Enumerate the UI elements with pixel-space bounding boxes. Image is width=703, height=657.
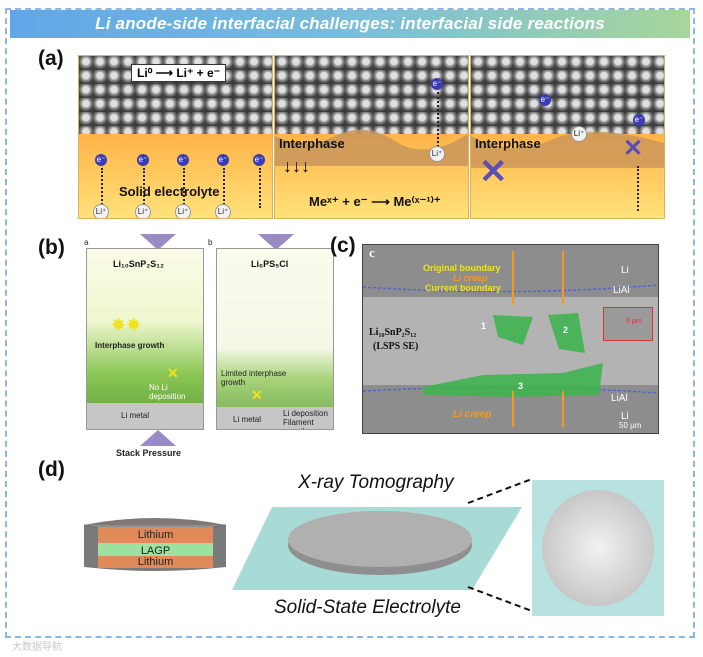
original-boundary-label: Original boundary (423, 263, 501, 273)
growth-arrows-icon: ↓↓↓ (283, 156, 310, 176)
li-label: Li (621, 265, 629, 276)
tomography-slice-image (542, 490, 654, 606)
pressure-arrow-icon (140, 430, 176, 446)
electron-icon: e⁻ (137, 154, 149, 166)
li-creep-label: Li creep (453, 273, 488, 283)
pressure-arrow-icon (140, 234, 176, 250)
panel-a3: Interphase ✕ ✕ e⁻ e⁻ Li⁺ (470, 55, 665, 219)
filament-growth-label: Filament growth (283, 418, 314, 429)
arrow-down-icon (143, 168, 145, 208)
region-2-label: 2 (563, 325, 569, 335)
lagp-layer: LAGP (98, 543, 213, 559)
li-oxidation-equation: Li⁰ ⟶ Li⁺ + e⁻ (131, 64, 227, 82)
li-ion-icon: Li⁺ (135, 204, 151, 218)
sub-b-label: b (208, 238, 213, 247)
electron-icon: e⁻ (539, 94, 551, 106)
interphase-overlay (363, 251, 658, 427)
electron-icon: e⁻ (177, 154, 189, 166)
electron-icon: e⁻ (431, 78, 443, 90)
inset-scale-label: 5 μm (626, 318, 642, 325)
region-1-label: 1 (481, 321, 487, 331)
solid-electrolyte-label: Solid electrolyte (119, 184, 220, 199)
lial-bottom-label: LiAl (611, 393, 628, 404)
lpsc-title: Li₆PS₅Cl (251, 259, 289, 269)
arrow-down-icon (101, 168, 103, 208)
blocked-cross-icon: ✕ (623, 135, 644, 162)
cell-schematic: Lithium LAGP Lithium (80, 515, 230, 572)
arrow-down-icon (259, 168, 261, 208)
lithium-top-layer: Lithium (98, 527, 213, 543)
interphase-layer (471, 131, 664, 168)
li-metal-region (217, 407, 333, 429)
electron-icon: e⁻ (253, 154, 265, 166)
banner-title: Li anode-side interfacial challenges: in… (10, 10, 690, 38)
reduction-equation: Meˣ⁺ + e⁻ ⟶ Me⁽ˣ⁻¹⁾⁺ (309, 194, 441, 209)
region-3-label: 3 (518, 381, 524, 391)
li-ion-icon: Li⁺ (215, 204, 231, 218)
panel-a1: Li⁰ ⟶ Li⁺ + e⁻ e⁻ e⁻ e⁻ e⁻ e⁻ Li⁺ Li⁺ Li… (78, 55, 273, 219)
sub-a-label: a (84, 238, 89, 247)
li-metal-label: Li metal (233, 415, 262, 424)
stack-pressure-label: Stack Pressure (116, 448, 182, 458)
interphase-particles-icon: ✸✸ (111, 315, 142, 335)
lial-label: LiAl (613, 285, 630, 296)
c-corner-letter: c (369, 245, 375, 260)
panel-a-label: (a) (38, 47, 64, 70)
no-li-deposition-label: No Li deposition (149, 383, 186, 401)
electron-icon: e⁻ (633, 114, 645, 126)
watermark: 大数据导航 (12, 642, 62, 653)
panel-c-label: (c) (330, 234, 356, 257)
blocked-cross-icon: ✕ (479, 153, 508, 191)
li-ion-icon: Li⁺ (175, 204, 191, 218)
interphase-growth-label: Interphase growth (95, 341, 165, 350)
li-creep-bottom-label: Li creep (453, 409, 492, 420)
li-ion-icon: Li⁺ (93, 204, 109, 218)
interphase-layer (275, 129, 468, 166)
solid-state-electrolyte-title: Solid-State Electrolyte (274, 597, 461, 618)
tomography-disk (232, 507, 522, 590)
arrow-down-icon (223, 168, 225, 208)
lsps-abbr-label: (LSPS SE) (373, 341, 419, 352)
panel-a2: Interphase ↓↓↓ e⁻ Li⁺ Meˣ⁺ + e⁻ ⟶ Me⁽ˣ⁻¹… (274, 55, 469, 219)
panel-b-left: Li₁₀SnP₂S₁₂ ✸✸ Interphase growth ✕ No Li… (86, 248, 204, 430)
interphase-label: Interphase (279, 136, 345, 151)
arrow-down-icon (183, 168, 185, 208)
scale-bar-label: 50 μm (619, 421, 642, 430)
cross-icon: ✕ (251, 387, 263, 403)
figure-frame (5, 8, 695, 638)
panel-d-label: (d) (38, 458, 65, 481)
panel-c-micrograph: c Original boundary Li creep Current bou… (362, 244, 659, 434)
current-boundary-label: Current boundary (425, 283, 502, 293)
inset-image: 5 μm (603, 307, 653, 341)
xray-tomography-title: X-ray Tomography (298, 472, 454, 493)
solid-electrolyte-region (79, 134, 272, 218)
electron-icon: e⁻ (217, 154, 229, 166)
arrow-down-icon (437, 92, 439, 147)
lithium-bottom-layer: Lithium (98, 556, 213, 568)
li-metal-lattice (471, 56, 664, 134)
li-metal-label: Li metal (121, 411, 150, 420)
panel-b-right: Li₆PS₅Cl ✕ Limited interphase growth Li … (216, 248, 334, 430)
li-metal-region (87, 403, 203, 429)
limited-interphase-label: Limited interphase growth (221, 369, 287, 387)
interphase-label: Interphase (475, 136, 541, 151)
electron-icon: e⁻ (95, 154, 107, 166)
panel-b-label: (b) (38, 236, 65, 259)
pressure-arrow-icon (258, 234, 294, 250)
zoom-dash-lines (467, 478, 533, 612)
li-bottom-label: Li (621, 411, 629, 422)
li-ion-icon: Li⁺ (571, 126, 587, 142)
li-ion-icon: Li⁺ (429, 146, 445, 162)
cross-icon: ✕ (167, 365, 179, 381)
li-deposition-label: Li deposition (283, 409, 328, 418)
lsps-label: Li₁₀SnP₂S₁₂ (369, 327, 417, 338)
arrow-down-icon (637, 166, 639, 211)
lsps-title: Li₁₀SnP₂S₁₂ (113, 259, 165, 269)
li-metal-lattice (275, 56, 468, 134)
tomography-slice-panel (532, 480, 664, 616)
